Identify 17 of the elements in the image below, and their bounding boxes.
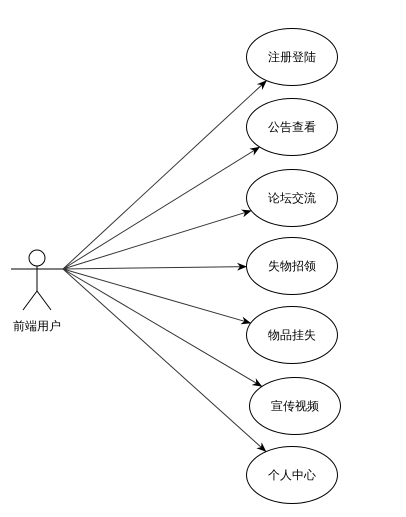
use-case-label: 个人中心 (268, 467, 316, 484)
use-case-label: 宣传视频 (271, 398, 319, 415)
use-case-label: 注册登陆 (268, 49, 316, 66)
arrow (62, 268, 262, 387)
use-case-ellipse (249, 377, 341, 435)
arrow (62, 146, 260, 270)
arrow (62, 262, 247, 271)
use-case-label: 论坛交流 (268, 190, 316, 207)
arrow (62, 268, 252, 324)
use-case-ellipse (246, 98, 338, 156)
arrow (62, 268, 266, 452)
use-case-label: 物品挂失 (268, 327, 316, 344)
actor-label: 前端用户 (13, 318, 61, 335)
use-case-label: 失物招领 (268, 258, 316, 275)
arrow (62, 80, 267, 270)
use-case-label: 公告查看 (268, 119, 316, 136)
arrow (62, 210, 252, 270)
